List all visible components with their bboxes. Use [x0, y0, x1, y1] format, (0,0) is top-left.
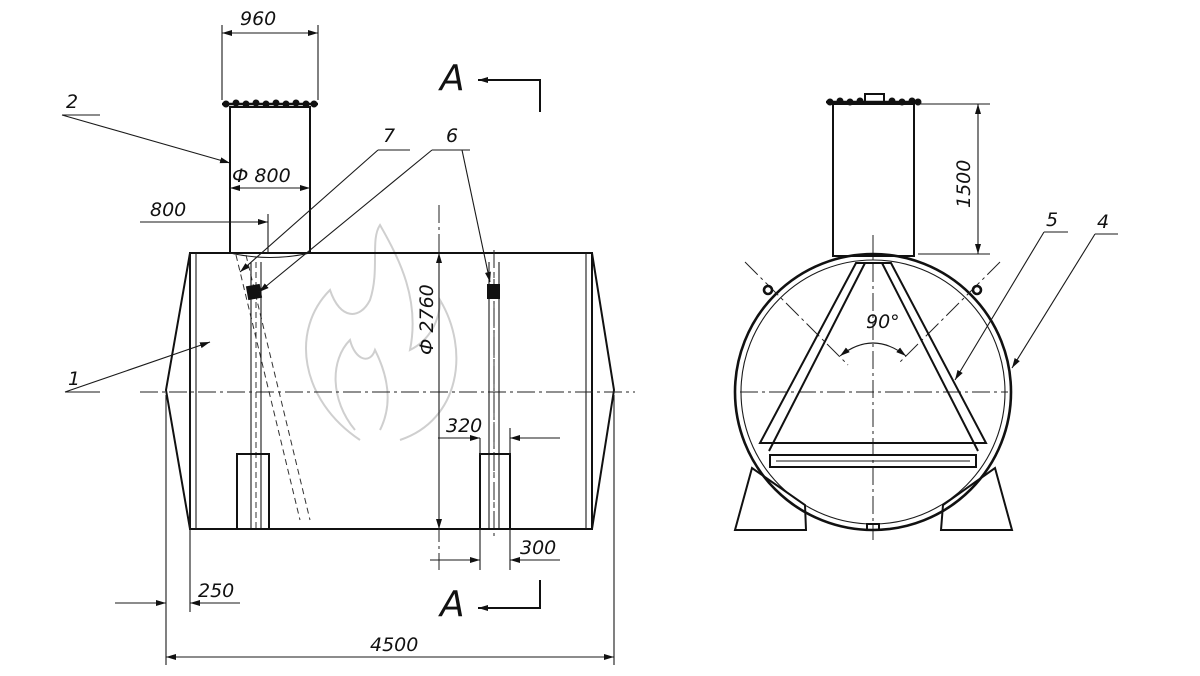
right-end-cap	[591, 252, 616, 530]
front-callouts: 2 1 7 6	[61, 91, 491, 393]
dim-300: 300	[520, 537, 556, 559]
front-dimensions: 960 Ф 800 800 Ф 2760 320 300 250 4500	[115, 8, 615, 665]
callout-2: 2	[66, 91, 78, 113]
side-view: 90°	[733, 93, 1014, 540]
section-letter-top: A	[438, 58, 465, 99]
handle	[864, 93, 885, 101]
bottom-beam	[769, 454, 977, 468]
side-neck-beads	[826, 97, 922, 106]
left-end-cap	[164, 252, 191, 530]
dim-250: 250	[198, 580, 234, 602]
side-neck	[832, 103, 915, 257]
dim-320: 320	[446, 415, 482, 437]
dim-1500: 1500	[953, 160, 975, 208]
neck	[229, 106, 311, 254]
front-view	[140, 99, 635, 570]
section-letter-bottom: A	[438, 584, 465, 625]
dim-4500: 4500	[370, 634, 418, 656]
callout-5: 5	[1046, 209, 1058, 231]
callout-4: 4	[1097, 211, 1109, 233]
dim-phi-2760: Ф 2760	[416, 284, 438, 355]
section-marks: A A	[438, 58, 541, 625]
neck-weld-beads	[222, 99, 318, 108]
lug-left	[762, 284, 774, 296]
side-foot-right	[939, 466, 1014, 531]
callout-7: 7	[383, 125, 395, 147]
watermark	[305, 223, 458, 441]
side-dimensions: 1500 5 4	[918, 103, 1118, 381]
foot-left	[236, 453, 270, 530]
dim-960: 960	[240, 8, 276, 30]
bracket-right	[487, 284, 500, 299]
dim-angle: 90°	[866, 311, 900, 333]
foot-right	[479, 453, 511, 530]
side-foot-left	[733, 466, 808, 531]
callout-1: 1	[68, 368, 80, 390]
triangle-frame	[758, 262, 988, 444]
callout-6: 6	[446, 125, 458, 147]
internal-pipe	[235, 254, 301, 521]
dim-phi-800: Ф 800	[232, 165, 291, 187]
lug-right	[971, 284, 983, 296]
dim-800: 800	[150, 199, 186, 221]
bracket-left	[245, 283, 263, 301]
